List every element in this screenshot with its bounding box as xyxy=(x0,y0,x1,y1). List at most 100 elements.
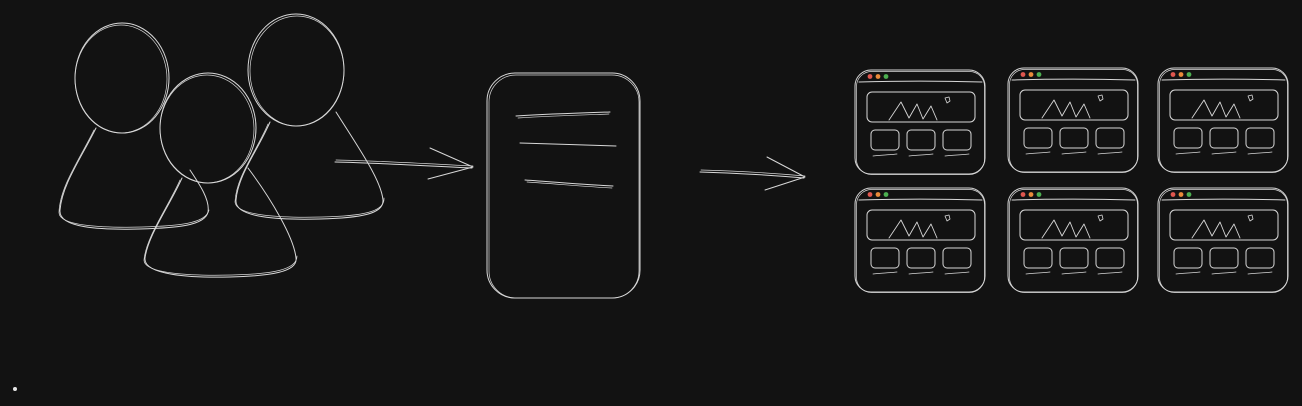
card-caption-line xyxy=(1175,271,1201,275)
window-frame-sketch xyxy=(1159,189,1288,293)
content-card xyxy=(1245,247,1275,269)
content-card xyxy=(1023,127,1053,149)
window-frame-sketch xyxy=(856,189,985,293)
user-right-icon xyxy=(234,13,385,220)
hero-panel xyxy=(866,91,976,123)
app-screen-window xyxy=(1007,67,1139,173)
user-center-icon xyxy=(143,72,298,278)
card-caption-line xyxy=(944,153,970,157)
card-caption-line xyxy=(1175,151,1201,155)
app-screen-window xyxy=(854,69,986,175)
card-caption-line xyxy=(1025,271,1051,275)
window-titlebar-line xyxy=(858,80,983,83)
window-control-dot xyxy=(1036,72,1042,77)
content-card xyxy=(1209,127,1239,149)
window-titlebar-line xyxy=(1161,78,1286,81)
window-control-dot xyxy=(875,192,881,197)
users-group-icon xyxy=(58,13,385,278)
window-control-dot xyxy=(1178,192,1184,197)
cursor-icon xyxy=(944,96,951,104)
card-caption-line xyxy=(1097,271,1123,275)
hero-chart-sketch xyxy=(888,101,938,121)
card-caption-line xyxy=(908,271,934,275)
window-control-dot xyxy=(1020,72,1026,77)
window-frame xyxy=(1157,187,1289,293)
cursor-icon xyxy=(1097,94,1104,102)
window-titlebar-line xyxy=(1011,78,1136,81)
content-card xyxy=(870,247,900,269)
content-card xyxy=(1209,247,1239,269)
window-control-dot xyxy=(1186,192,1192,197)
content-card xyxy=(942,247,972,269)
window-frame-sketch xyxy=(1159,69,1288,173)
card-caption-line xyxy=(1211,271,1237,275)
document-icon xyxy=(486,72,641,299)
hero-panel xyxy=(1169,89,1279,121)
window-control-dot xyxy=(1170,72,1176,77)
content-card xyxy=(906,247,936,269)
content-card xyxy=(870,129,900,151)
arrow-users-to-document xyxy=(334,147,474,180)
window-frame-sketch xyxy=(856,71,985,175)
window-frame xyxy=(854,69,986,175)
app-screen-window xyxy=(1157,67,1289,173)
card-caption-line xyxy=(908,153,934,157)
card-caption-line xyxy=(1025,151,1051,155)
app-screen-window xyxy=(854,187,986,293)
window-control-dot xyxy=(1028,72,1034,77)
hero-chart-sketch xyxy=(1041,99,1091,119)
content-card xyxy=(1173,127,1203,149)
content-card xyxy=(1245,127,1275,149)
window-titlebar-line xyxy=(858,198,983,201)
card-caption-line xyxy=(944,271,970,275)
card-caption-line xyxy=(1247,271,1273,275)
hero-chart-sketch xyxy=(888,219,938,239)
window-titlebar-line xyxy=(1011,198,1136,201)
card-caption-line xyxy=(872,153,898,157)
content-card xyxy=(1095,127,1125,149)
card-caption-line xyxy=(1247,151,1273,155)
window-frame xyxy=(854,187,986,293)
window-control-dot xyxy=(875,74,881,79)
cursor-icon xyxy=(1097,214,1104,222)
window-control-dot xyxy=(867,74,873,79)
hero-panel xyxy=(1019,209,1129,241)
content-card xyxy=(1059,127,1089,149)
content-card xyxy=(906,129,936,151)
window-control-dot xyxy=(1020,192,1026,197)
canvas-dot xyxy=(13,387,17,391)
hero-panel xyxy=(866,209,976,241)
hero-chart-sketch xyxy=(1191,219,1241,239)
app-screen-window xyxy=(1157,187,1289,293)
cursor-icon xyxy=(944,214,951,222)
window-control-dot xyxy=(1178,72,1184,77)
app-screen-window xyxy=(1007,187,1139,293)
card-caption-line xyxy=(1061,151,1087,155)
card-caption-line xyxy=(1211,151,1237,155)
window-frame xyxy=(1007,67,1139,173)
window-frame xyxy=(1007,187,1139,293)
content-card xyxy=(942,129,972,151)
content-card xyxy=(1059,247,1089,269)
window-control-dot xyxy=(1028,192,1034,197)
window-frame xyxy=(1157,67,1289,173)
user-left-icon xyxy=(58,22,210,230)
hero-chart-sketch xyxy=(1041,219,1091,239)
content-card xyxy=(1095,247,1125,269)
window-frame-sketch xyxy=(1009,69,1138,173)
arrow-document-to-screens xyxy=(699,156,806,191)
content-card xyxy=(1173,247,1203,269)
window-control-dot xyxy=(1186,72,1192,77)
app-screens-grid-icon xyxy=(854,67,1289,293)
card-caption-line xyxy=(1097,151,1123,155)
cursor-icon xyxy=(1247,214,1254,222)
card-caption-line xyxy=(1061,271,1087,275)
window-frame-sketch xyxy=(1009,189,1138,293)
window-control-dot xyxy=(883,192,889,197)
hero-panel xyxy=(1019,89,1129,121)
window-titlebar-line xyxy=(1161,198,1286,201)
content-card xyxy=(1023,247,1053,269)
window-control-dot xyxy=(1036,192,1042,197)
